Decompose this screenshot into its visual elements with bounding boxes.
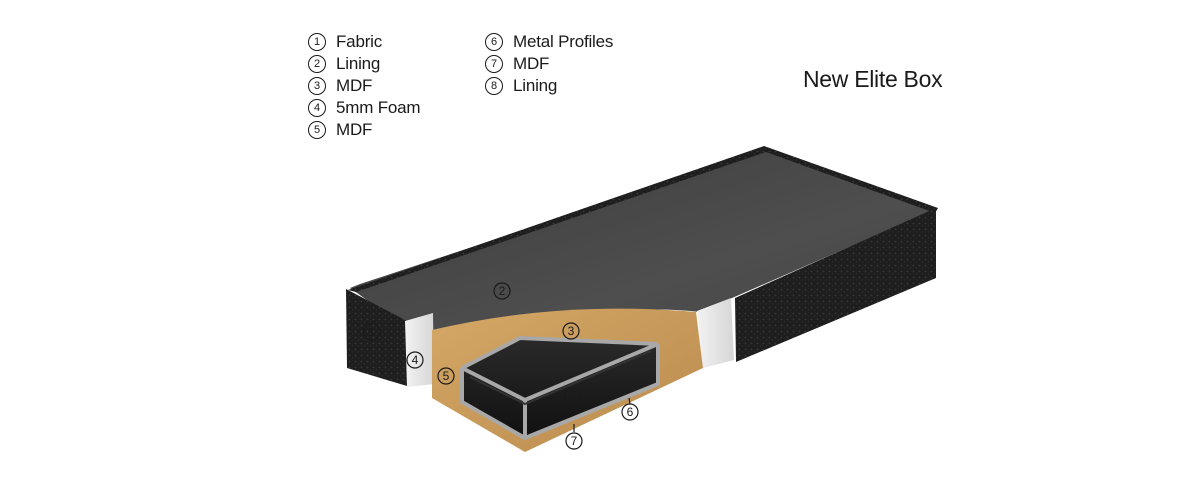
legend-label: Lining <box>513 76 558 95</box>
legend-item-foam: 4 5mm Foam <box>308 97 421 119</box>
legend-label: MDF <box>513 54 550 73</box>
callout-6: 6 <box>621 403 639 421</box>
legend-item-metal-profiles: 6 Metal Profiles <box>485 31 613 53</box>
legend-label: MDF <box>336 76 373 95</box>
callout-5: 5 <box>437 367 455 385</box>
legend-item-fabric: 1 Fabric <box>308 31 420 53</box>
legend-item-mdf: 7 MDF <box>485 53 613 75</box>
callout-8: 8 <box>564 387 582 405</box>
callout-4: 4 <box>406 351 424 369</box>
legend-label: Metal Profiles <box>513 32 614 51</box>
callout-6-label: 6 <box>627 405 634 419</box>
callout-4-label: 4 <box>412 353 419 367</box>
callout-3: 3 <box>562 322 580 340</box>
number-3-badge: 3 <box>308 77 326 95</box>
foam-right <box>697 298 734 368</box>
number-1-badge: 1 <box>308 33 326 51</box>
legend-item-lining: 2 Lining <box>308 53 420 75</box>
callout-5-label: 5 <box>443 369 450 383</box>
number-7-badge: 7 <box>485 55 503 73</box>
callout-8-label: 8 <box>570 389 577 403</box>
legend-label: MDF <box>336 120 373 139</box>
callout-2-label: 2 <box>499 284 506 298</box>
legend-label: 5mm Foam <box>336 98 421 117</box>
callout-3-label: 3 <box>568 324 575 338</box>
foam-left <box>405 313 434 387</box>
legend-item-lining: 8 Lining <box>485 75 613 97</box>
legend-item-mdf: 5 MDF <box>308 119 420 141</box>
metal-profiles <box>460 335 660 441</box>
legend-column-1: 1 Fabric 2 Lining 3 MDF 4 5mm Foam 5 MDF <box>308 31 421 141</box>
legend-label: Lining <box>336 54 381 73</box>
number-4-badge: 4 <box>308 99 326 117</box>
lining-inner-shelf <box>469 350 652 406</box>
callout-2: 2 <box>493 282 511 300</box>
callout-leaders <box>573 397 631 432</box>
product-title: New Elite Box <box>803 66 943 92</box>
legend-label: Fabric <box>336 32 383 51</box>
legend-column-2: 6 Metal Profiles 7 MDF 8 Lining <box>485 31 613 97</box>
callout-7: 7 <box>565 432 583 450</box>
number-8-badge: 8 <box>485 77 503 95</box>
number-2-badge: 2 <box>308 55 326 73</box>
callout-7-label: 7 <box>571 434 578 448</box>
fabric-left-side <box>346 289 407 386</box>
callout-1: 1 <box>363 323 381 341</box>
number-6-badge: 6 <box>485 33 503 51</box>
callout-1-label: 1 <box>369 325 376 339</box>
number-5-badge: 5 <box>308 121 326 139</box>
fabric-right-side <box>735 208 936 362</box>
legend-item-mdf: 3 MDF <box>308 75 420 97</box>
